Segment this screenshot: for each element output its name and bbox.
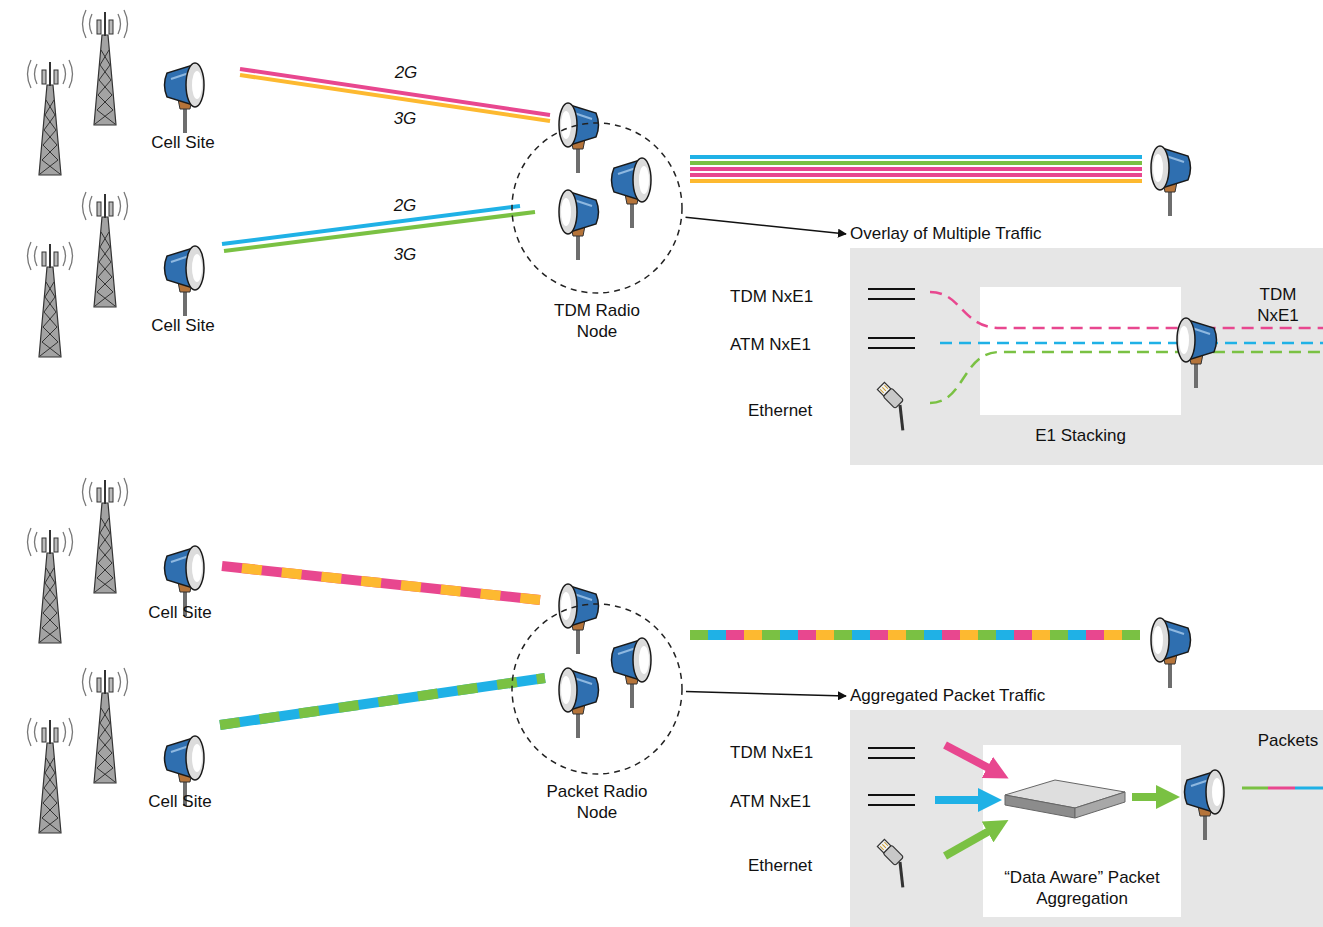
use-shape [28, 60, 73, 175]
line-shape [1132, 793, 1168, 801]
line-shape [222, 566, 540, 600]
line-shape [868, 794, 915, 796]
interface-label: Ethernet [748, 855, 812, 876]
use-shape [83, 10, 128, 125]
site-label: Cell Site [151, 315, 214, 336]
node-label: Overlay of Multiple Traffic [850, 224, 1323, 244]
line-shape [868, 747, 915, 749]
interface-label: TDM NxE1 [730, 742, 813, 763]
use-shape [83, 192, 128, 307]
path-shape [930, 352, 1323, 403]
use-shape [83, 668, 128, 783]
link-label: 3G [394, 244, 417, 265]
link-label: 2G [394, 195, 417, 216]
line-shape [1295, 787, 1323, 790]
line-shape [945, 826, 998, 856]
line-shape [690, 179, 1142, 183]
use-shape [559, 190, 599, 260]
line-shape [690, 167, 1142, 171]
dashed-circle-outline [512, 123, 682, 293]
use-shape [559, 668, 599, 738]
interface-label: ATM NxE1 [730, 334, 811, 355]
output-label: Packets [1258, 730, 1318, 751]
line-shape [222, 566, 540, 600]
dashed-circle-outline [512, 604, 682, 774]
use-shape [1185, 770, 1225, 840]
line-shape [222, 206, 520, 244]
node-label: Aggregated Packet Traffic [850, 686, 1323, 706]
path-shape [1005, 795, 1075, 818]
use-shape [1177, 318, 1217, 388]
use-shape [1151, 618, 1191, 688]
line-shape [690, 630, 1140, 640]
node-label: Packet Radio Node [537, 781, 657, 823]
connector-arrow [686, 692, 846, 696]
interface-label: TDM NxE1 [1253, 284, 1303, 326]
line-shape [868, 757, 915, 759]
use-shape [28, 242, 73, 357]
line-shape [868, 288, 915, 290]
line-shape [1242, 787, 1268, 790]
traffic-panel: Overlay of Multiple Traffic E1 Stacking [850, 224, 1323, 465]
site-label: Cell Site [148, 602, 211, 623]
line-shape [224, 212, 535, 251]
line-shape [690, 161, 1142, 165]
line-shape [868, 337, 915, 339]
line-shape [868, 804, 915, 806]
line-shape [690, 173, 1142, 177]
use-shape [559, 584, 599, 654]
line-shape [945, 745, 998, 773]
use-shape [165, 246, 205, 316]
use-shape [1151, 146, 1191, 216]
line-shape [690, 155, 1142, 159]
line-shape [220, 678, 545, 725]
path-shape [940, 342, 1323, 345]
use-shape [612, 638, 652, 708]
use-shape [165, 63, 205, 133]
path-shape [1075, 792, 1125, 818]
dashed-circle [511, 122, 683, 294]
node-label: “Data Aware” Packet Aggregation [983, 867, 1181, 909]
radio-node: TDM Radio Node [511, 122, 683, 342]
stacking-box: E1 Stacking [980, 287, 1181, 415]
use-shape [83, 478, 128, 593]
path-shape [1005, 780, 1125, 808]
line-shape [868, 298, 915, 300]
line-shape [690, 630, 1140, 640]
interface-label: ATM NxE1 [730, 791, 811, 812]
line-shape [690, 630, 1140, 640]
use-shape [559, 103, 599, 173]
interface-label: Ethernet [748, 400, 812, 421]
use-shape [870, 382, 919, 431]
line-shape [868, 347, 915, 349]
site-label: Cell Site [148, 791, 211, 812]
line-shape [220, 678, 545, 725]
link-label: 2G [395, 62, 418, 83]
connector-arrow [686, 217, 846, 234]
line-shape [690, 630, 1140, 640]
dashed-circle [511, 603, 683, 775]
node-label: TDM Radio Node [542, 300, 652, 342]
node-label: E1 Stacking [980, 425, 1181, 446]
traffic-panel: Aggregated Packet Traffic “Data Aware” Pa… [850, 686, 1323, 927]
use-shape [28, 528, 73, 643]
site-label: Cell Site [151, 132, 214, 153]
use-shape [870, 839, 919, 888]
aggregation-box: “Data Aware” Packet Aggregation [983, 745, 1181, 917]
interface-label: TDM NxE1 [730, 286, 813, 307]
line-shape [1268, 787, 1295, 790]
use-shape [28, 718, 73, 833]
radio-node: Packet Radio Node [511, 603, 683, 823]
link-label: 3G [394, 108, 417, 129]
use-shape [612, 158, 652, 228]
line-shape [935, 796, 990, 804]
